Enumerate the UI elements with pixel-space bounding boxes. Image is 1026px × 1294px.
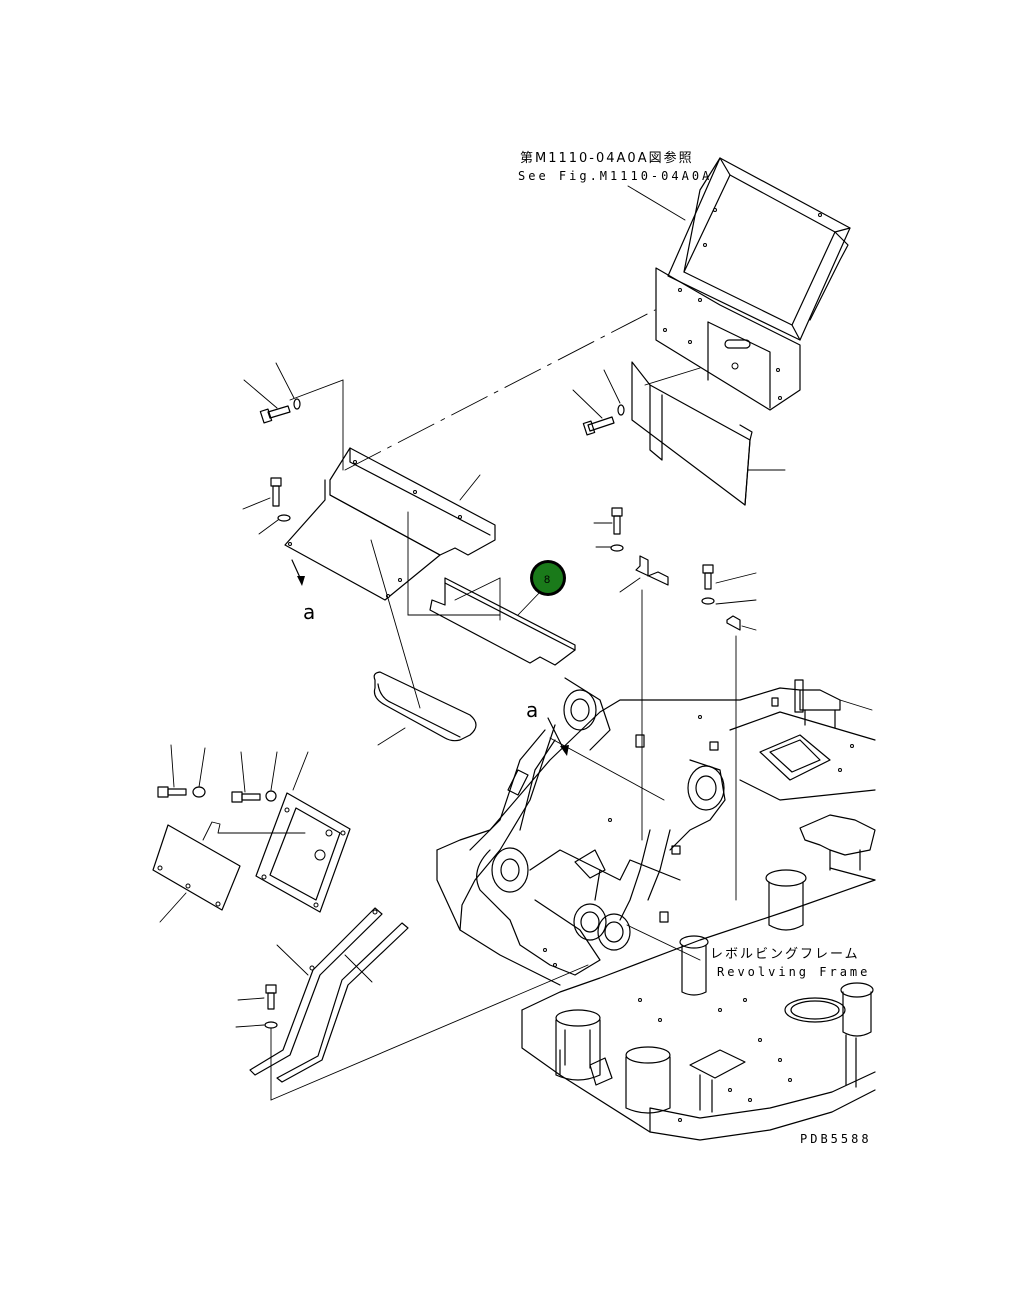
cab-frame <box>667 157 851 341</box>
cover-plate-square <box>255 792 351 913</box>
frame-label-jp: レボルビングフレーム <box>710 947 860 962</box>
bolt-icon <box>243 362 301 424</box>
washer-icon <box>192 747 206 798</box>
frame-label-en: Revolving Frame <box>717 965 870 979</box>
small-bracket <box>726 615 757 901</box>
upper-bracket <box>329 447 496 556</box>
callout-8[interactable]: 8 <box>530 560 566 596</box>
small-bracket <box>619 555 669 841</box>
floor-mat <box>373 671 477 746</box>
cover-plate-flat <box>152 821 306 923</box>
callout-number: 8 <box>544 574 550 586</box>
reference-leader <box>627 185 686 221</box>
view-arrow <box>547 717 569 756</box>
bolt-icon <box>242 477 291 535</box>
bolt-icon <box>572 369 625 436</box>
floor-plate <box>284 479 501 709</box>
side-cover-panel <box>631 361 786 506</box>
view-label-a: a <box>526 698 538 722</box>
drawing-number: PDB5588 <box>800 1132 872 1146</box>
washer-icon <box>265 751 278 802</box>
rear-plate <box>655 267 801 411</box>
reference-label-jp: 第M1110-04A0A図参照 <box>520 150 694 166</box>
reference-lines <box>289 309 656 471</box>
bolt-icon <box>593 507 624 552</box>
revolving-frame <box>436 677 876 1141</box>
rail-strip <box>249 907 409 1083</box>
bolt-icon <box>235 964 589 1101</box>
part-8-block <box>429 577 576 666</box>
bolt-icon <box>231 751 261 803</box>
bolt-icon <box>701 564 757 605</box>
reference-label-en: See Fig.M1110-04A0A <box>518 169 712 183</box>
view-arrow <box>291 559 305 586</box>
bolt-icon <box>157 744 187 798</box>
view-label-a: a <box>303 600 315 624</box>
